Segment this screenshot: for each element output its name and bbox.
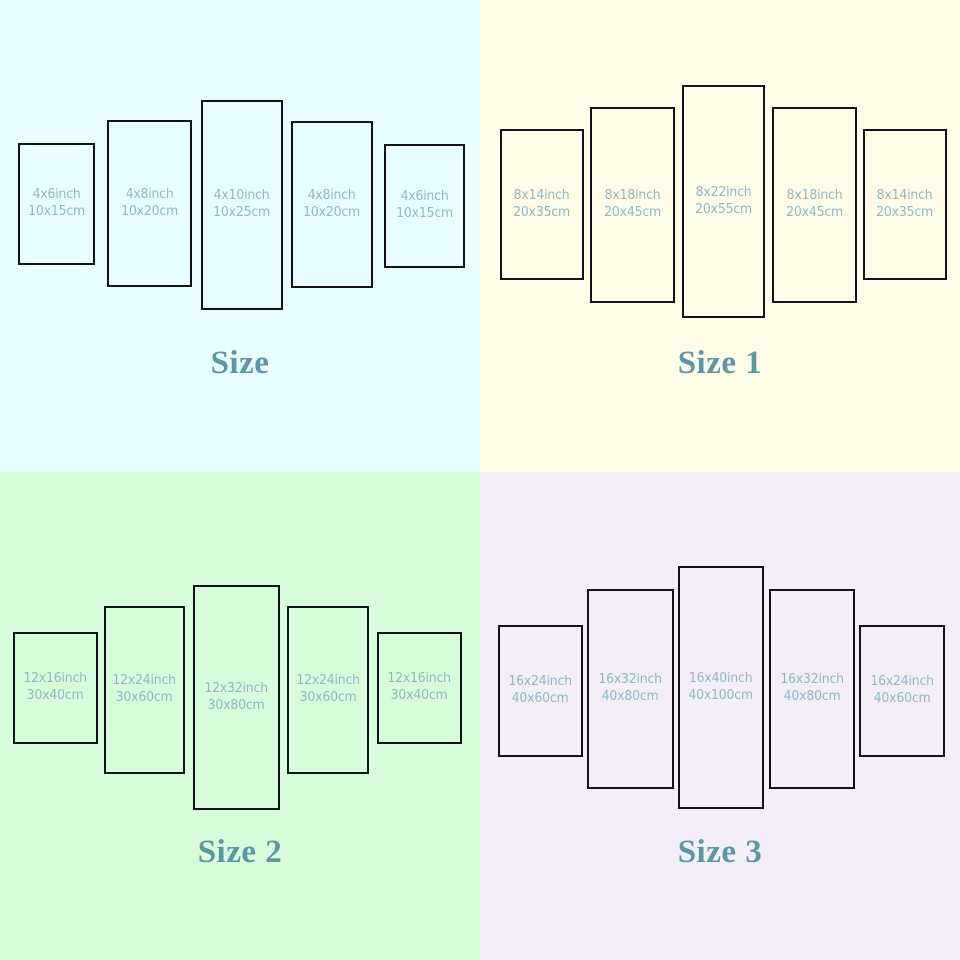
panel-size-inches: 4x8inch [307,187,357,203]
panel-size-cm: 40x80cm [602,689,659,704]
panel-size-inches: 4x10inch [214,188,270,204]
panel-size-cm: 40x60cm [512,691,569,706]
panel-size-inches: 8x14inch [877,187,933,203]
panel-size-cm: 10x20cm [303,204,361,220]
panel-size-inches: 4x8inch [125,186,174,202]
panel-size-cm: 30x40cm [27,688,84,703]
panel-size-cm: 40x80cm [783,689,841,704]
panel-size-inches: 12x32inch [204,680,269,696]
panel-size-cm: 10x25cm [213,205,271,220]
panel-size-inches: 8x22inch [695,184,752,200]
panel-size-inches: 12x16inch [23,671,88,687]
quadrant-title-size-1: Size 1 [677,345,763,381]
panel-size-cm: 30x80cm [208,697,265,713]
panel-size-inches: 4x6inch [32,187,81,203]
panel-size-cm: 30x60cm [116,690,173,705]
panel-size-inches: 12x24inch [112,673,177,689]
panel-size-inches: 16x40inch [689,670,753,686]
panel-size-inches: 16x32inch [598,672,663,688]
panel-size-cm: 10x15cm [28,204,85,219]
panel-size-cm: 10x15cm [396,206,453,221]
panel-size-cm: 40x100cm [688,687,754,703]
panel-size-cm: 20x45cm [604,205,661,220]
panel-size-inches: 12x24inch [296,673,360,689]
panel-size-cm: 20x35cm [876,204,934,220]
panel-size-cm: 30x40cm [391,688,448,703]
panel-size-cm: 10x20cm [121,203,178,219]
panel-size-inches: 16x24inch [508,674,573,690]
quadrant-title-size-2: Size 2 [197,834,283,870]
panel-size-cm: 30x60cm [299,690,357,705]
panel-size-inches: 16x32inch [780,672,844,688]
panel-size-inches: 8x18inch [604,188,661,204]
panel-size-inches: 8x14inch [514,187,570,203]
quadrant-title-size: Size [210,345,270,381]
panel-size-inches: 12x16inch [387,671,452,687]
quadrant-title-size-3: Size 3 [677,834,763,870]
panel-size-cm: 20x35cm [513,204,571,220]
panel-size-cm: 40x60cm [873,691,931,706]
panel-size-inches: 16x24inch [870,674,934,690]
panel-size-cm: 20x45cm [786,205,843,220]
panel-size-cm: 20x55cm [695,201,752,217]
panel-size-inches: 4x6inch [400,189,449,205]
panel-size-inches: 8x18inch [786,188,843,204]
